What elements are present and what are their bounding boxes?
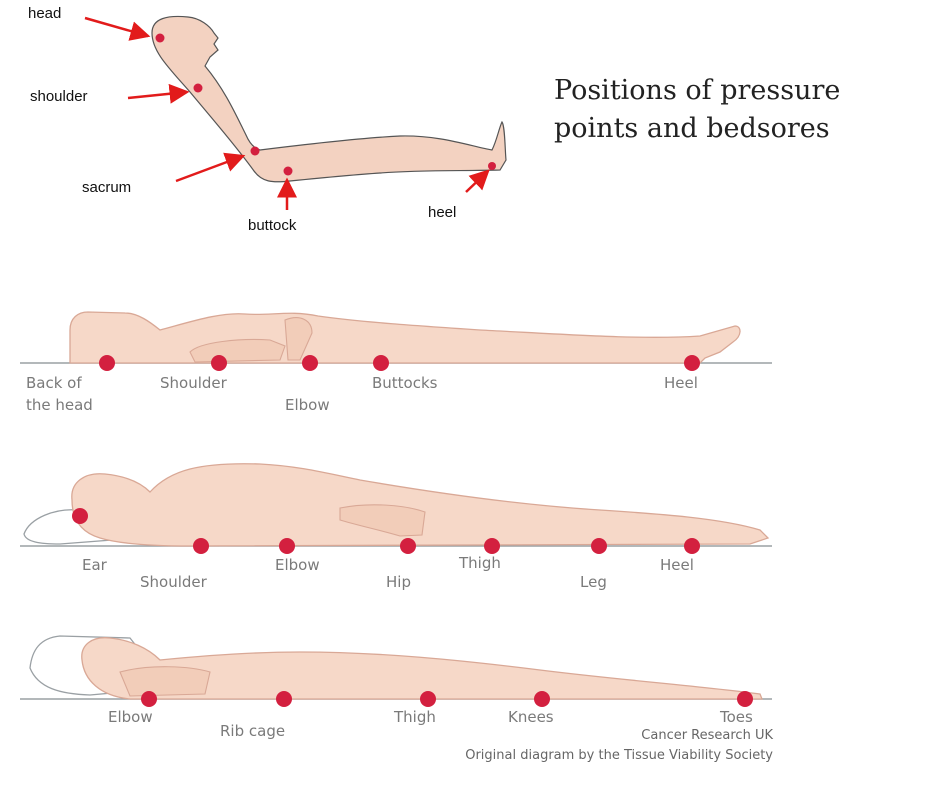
reclining-figure: head shoulder sacrum buttock heel bbox=[28, 5, 506, 234]
label-leg: Leg bbox=[580, 573, 607, 591]
pressure-dot-back-of-head bbox=[99, 355, 115, 371]
pressure-dot-heel bbox=[488, 162, 496, 170]
pressure-dot-side-shoulder bbox=[193, 538, 209, 554]
label-buttock: buttock bbox=[248, 217, 297, 234]
label-supine-shoulder: Shoulder bbox=[160, 374, 228, 392]
label-side-heel: Heel bbox=[660, 556, 694, 574]
credit-line-2: Original diagram by the Tissue Viability… bbox=[465, 746, 773, 766]
pressure-dot-supine-heel bbox=[684, 355, 700, 371]
label-supine-elbow: Elbow bbox=[285, 396, 330, 414]
prone-arm bbox=[120, 667, 210, 696]
arrow-heel bbox=[466, 171, 488, 192]
diagram-title: Positions of pressure points and bedsore… bbox=[554, 72, 924, 148]
credits: Cancer Research UK Original diagram by t… bbox=[465, 726, 773, 766]
pressure-dot-shoulder bbox=[194, 84, 203, 93]
label-supine-heel: Heel bbox=[664, 374, 698, 392]
label-prone-thigh: Thigh bbox=[393, 708, 436, 726]
arrow-shoulder bbox=[128, 92, 187, 98]
prone-figure: Elbow Rib cage Thigh Knees Toes bbox=[20, 636, 772, 740]
credit-line-1: Cancer Research UK bbox=[465, 726, 773, 746]
reclining-body bbox=[152, 16, 506, 181]
label-ear: Ear bbox=[82, 556, 108, 574]
pressure-dot-side-heel bbox=[684, 538, 700, 554]
label-buttocks: Buttocks bbox=[372, 374, 438, 392]
label-heel: heel bbox=[428, 204, 456, 221]
pressure-dot-ear bbox=[72, 508, 88, 524]
pressure-dot-supine-elbow bbox=[302, 355, 318, 371]
pressure-dot-buttock bbox=[284, 167, 293, 176]
label-hip: Hip bbox=[386, 573, 411, 591]
pressure-dot-buttocks bbox=[373, 355, 389, 371]
arrow-sacrum bbox=[176, 156, 243, 181]
label-sacrum: sacrum bbox=[82, 179, 131, 196]
supine-body bbox=[70, 312, 740, 363]
arrow-head bbox=[85, 18, 148, 36]
pressure-dot-leg bbox=[591, 538, 607, 554]
label-back-of-head-2: the head bbox=[26, 396, 93, 414]
label-toes: Toes bbox=[719, 708, 753, 726]
pressure-dot-prone-thigh bbox=[420, 691, 436, 707]
label-rib-cage: Rib cage bbox=[220, 722, 285, 740]
pressure-dot-side-elbow bbox=[279, 538, 295, 554]
label-side-elbow: Elbow bbox=[275, 556, 320, 574]
label-side-shoulder: Shoulder bbox=[140, 573, 208, 591]
label-head: head bbox=[28, 5, 61, 22]
label-prone-elbow: Elbow bbox=[108, 708, 153, 726]
label-back-of-head-1: Back of bbox=[26, 374, 82, 392]
pressure-dot-thigh bbox=[484, 538, 500, 554]
label-knees: Knees bbox=[508, 708, 554, 726]
pressure-dot-head bbox=[156, 34, 165, 43]
pressure-dot-knees bbox=[534, 691, 550, 707]
pressure-dot-rib-cage bbox=[276, 691, 292, 707]
label-thigh: Thigh bbox=[458, 554, 501, 572]
pressure-dot-prone-elbow bbox=[141, 691, 157, 707]
pressure-dot-supine-shoulder bbox=[211, 355, 227, 371]
supine-figure: Back of the head Shoulder Elbow Buttocks… bbox=[20, 312, 772, 414]
side-lying-figure: Ear Shoulder Elbow Hip Thigh Leg Heel bbox=[20, 464, 772, 591]
pressure-dot-toes bbox=[737, 691, 753, 707]
pressure-dot-hip bbox=[400, 538, 416, 554]
label-shoulder: shoulder bbox=[30, 88, 88, 105]
pressure-dot-sacrum bbox=[251, 147, 260, 156]
